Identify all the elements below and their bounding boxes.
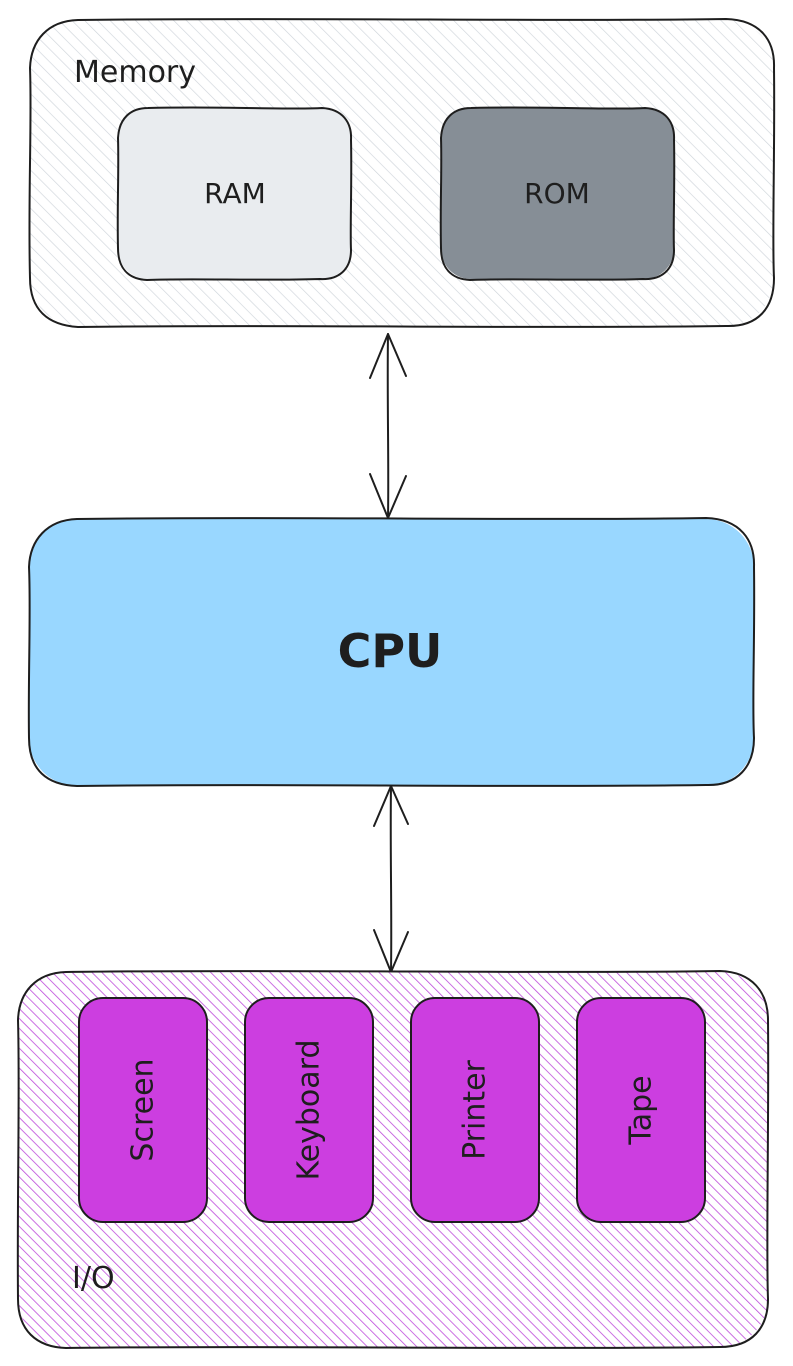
rom-outline (439, 106, 676, 281)
io-device-label: Screen (126, 1058, 161, 1161)
cpu-label: CPU (338, 624, 443, 678)
ram-outline (116, 106, 353, 281)
io-device-keyboard: Keyboard (244, 997, 374, 1223)
io-device-label: Printer (458, 1059, 493, 1159)
io-device-box (576, 997, 706, 1223)
cpu-outline (27, 517, 756, 787)
memory-cpu-arrow (369, 333, 407, 519)
rom-label: ROM (524, 177, 590, 210)
io-device-label: Tape (624, 1075, 659, 1145)
ram-label: RAM (204, 177, 266, 210)
io-label: I/O (72, 1261, 115, 1296)
io-device-list: Screen Keyboard Printer Tape (78, 997, 706, 1223)
ram-fill (118, 108, 351, 279)
io-outline (16, 970, 770, 1349)
io-device-box (78, 997, 208, 1223)
cpu-fill (29, 519, 754, 786)
io-device-printer: Printer (410, 997, 540, 1223)
io-device-label: Keyboard (292, 1039, 327, 1180)
io-group: I/O Screen Keyboard Printer Tape (16, 970, 770, 1349)
rom-fill (441, 108, 674, 279)
memory-outline (28, 18, 776, 328)
io-device-box (244, 997, 374, 1223)
io-device-screen: Screen (78, 997, 208, 1223)
io-device-tape: Tape (576, 997, 706, 1223)
cpu-block: CPU (27, 517, 756, 787)
rom-box: ROM (439, 106, 676, 281)
ram-box: RAM (116, 106, 353, 281)
memory-group: Memory RAM ROM (28, 18, 776, 328)
cpu-io-arrow (373, 785, 409, 973)
io-device-box (410, 997, 540, 1223)
memory-label: Memory (74, 55, 196, 90)
